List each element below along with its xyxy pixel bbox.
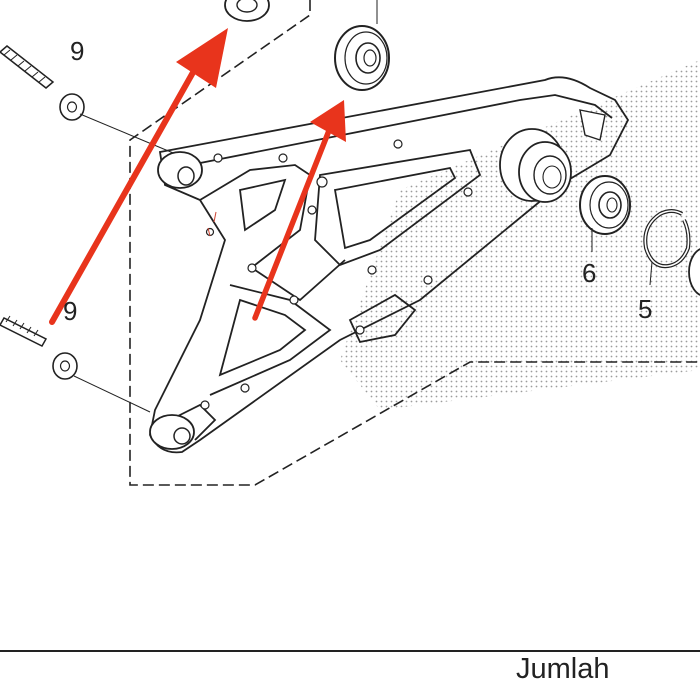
- washer-lower-part: [52, 352, 78, 380]
- bolt-upper-part: [0, 45, 55, 89]
- top-bearing-part: [334, 0, 390, 91]
- red-arrow-left: [49, 28, 228, 325]
- pivot-boss-lower: [149, 414, 195, 450]
- footer-divider: [0, 650, 700, 652]
- leader-line-upper-bolt: [79, 113, 179, 156]
- callout-label-bearing: 6: [582, 258, 596, 288]
- dashed-group-boundary: [129, 0, 700, 486]
- callout-label-upper-bolt: 9: [70, 36, 84, 66]
- callout-label-lower-bolt: 9: [63, 296, 77, 326]
- footer-quantity-header: Jumlah: [516, 653, 610, 685]
- frame-rivets: [200, 139, 473, 410]
- frame-detail-lines: [207, 211, 217, 237]
- washer-upper-part: [59, 93, 85, 121]
- pivot-boss-upper: [157, 151, 203, 189]
- right-edge-partial-part: [688, 248, 700, 296]
- circlip-part-5: [643, 209, 691, 269]
- leader-line-circlip: [649, 261, 653, 286]
- callout-label-circlip: 5: [638, 294, 652, 324]
- rear-arm-cutout: [579, 109, 606, 141]
- leader-line-lower-bolt: [73, 375, 151, 413]
- bolt-lower-part: [0, 315, 48, 347]
- top-collar-part: [224, 0, 270, 22]
- bearing-part-6: [579, 175, 631, 235]
- rear-hub-barrel: [499, 128, 572, 203]
- red-arrow-right: [252, 100, 346, 321]
- stipple-background: [340, 60, 700, 410]
